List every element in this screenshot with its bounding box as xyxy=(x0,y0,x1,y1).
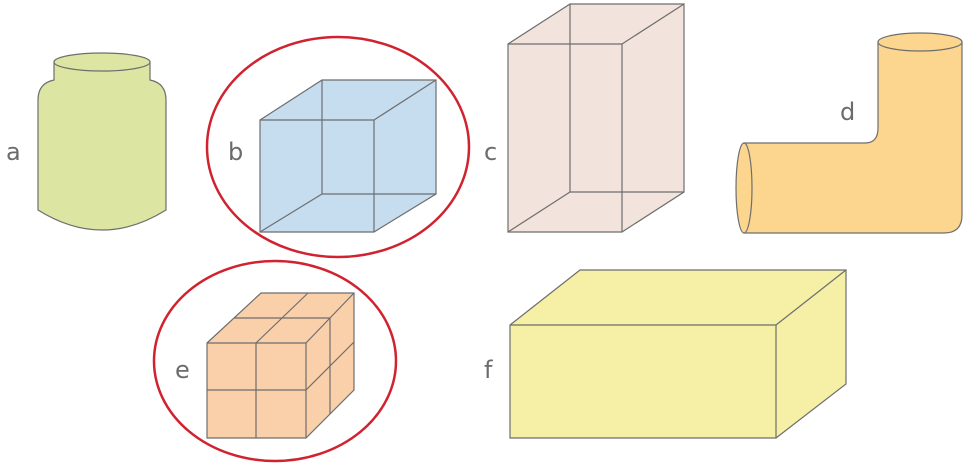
shape-e-2x2x2-cube[interactable] xyxy=(206,292,355,439)
shape-b-cube[interactable] xyxy=(259,79,437,233)
shape-a-jar[interactable] xyxy=(37,52,167,231)
selection-ring-b xyxy=(205,35,471,259)
shape-f-flat-box[interactable] xyxy=(509,269,847,439)
label-c: c xyxy=(484,138,497,166)
label-f: f xyxy=(484,356,493,384)
shape-d-elbow-pipe[interactable] xyxy=(735,32,963,234)
shape-c-tall-box[interactable] xyxy=(507,3,685,233)
label-b: b xyxy=(228,138,243,166)
jar-lid xyxy=(53,52,151,72)
label-e: e xyxy=(175,356,190,384)
selection-ring-e xyxy=(152,259,398,463)
label-a: a xyxy=(6,138,21,166)
label-d: d xyxy=(840,98,855,126)
jar-body xyxy=(37,61,167,231)
